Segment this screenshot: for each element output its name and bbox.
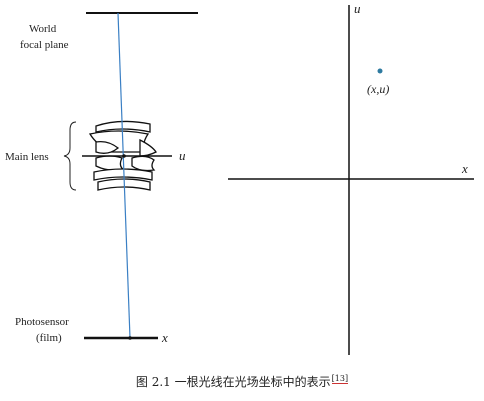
lens-element-4 xyxy=(139,138,157,157)
light-ray xyxy=(117,12,131,339)
photosensor-label-2: (film) xyxy=(36,332,62,344)
lens-element-6 xyxy=(131,155,156,172)
lens-element-7 xyxy=(93,168,153,181)
ray-point xyxy=(377,68,383,74)
caption-reference[interactable]: [13] xyxy=(331,374,349,384)
sensor-x-label: x xyxy=(161,330,168,345)
camera-diagram: World focal plane Main lens u x Photosen… xyxy=(5,12,198,345)
photosensor-label-1: Photosensor xyxy=(15,316,69,328)
main-lens-brace xyxy=(63,121,77,191)
figure-caption: 图 2.1 一根光线在光场坐标中的表示[13] xyxy=(0,373,484,390)
main-lens-label: Main lens xyxy=(5,151,49,163)
world-focal-plane-label-1: World xyxy=(29,23,57,35)
lens-element-1 xyxy=(95,120,151,133)
ray-space-plot: u x (x,u) xyxy=(228,1,474,355)
ray-point-label: (x,u) xyxy=(367,82,389,96)
lens-element-3 xyxy=(95,140,120,154)
lens-element-5 xyxy=(95,155,126,172)
lens-u-label: u xyxy=(179,148,186,163)
world-focal-plane-label-2: focal plane xyxy=(20,39,69,51)
x-axis-label: x xyxy=(461,161,468,176)
u-axis-label: u xyxy=(354,1,361,16)
caption-text: 图 2.1 一根光线在光场坐标中的表示 xyxy=(135,375,331,389)
ray-sensor-intersection xyxy=(128,336,132,340)
ray-lens-intersection xyxy=(122,154,126,158)
